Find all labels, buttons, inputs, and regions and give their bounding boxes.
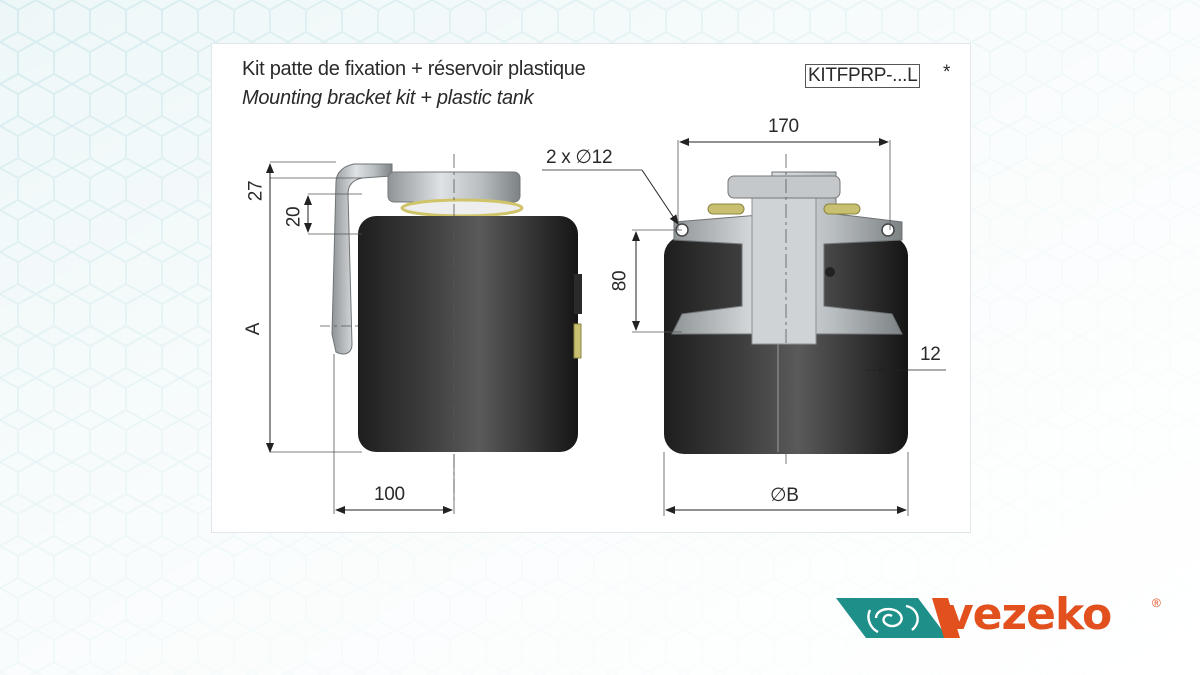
reference-mark: * <box>943 62 951 83</box>
tank-body-front <box>664 236 908 454</box>
vezeko-logo-mark <box>836 598 960 638</box>
dimension-80: 80 <box>609 270 631 292</box>
registered-mark: ® <box>1152 596 1161 610</box>
dimension-a: A <box>243 322 265 336</box>
dimension-100: 100 <box>374 484 405 505</box>
front-view <box>542 138 946 516</box>
brand-name: vezeko <box>945 589 1112 640</box>
side-view <box>266 154 582 514</box>
hole-callout: 2 x ∅12 <box>546 147 613 168</box>
mounting-bracket <box>331 163 393 355</box>
technical-drawing <box>266 138 946 516</box>
drawing-title-en: Mounting bracket kit + plastic tank <box>242 87 534 109</box>
dimension-20: 20 <box>283 206 305 228</box>
drawing-title-fr: Kit patte de fixation + réservoir plasti… <box>242 58 586 80</box>
technical-drawing-sheet: Kit patte de fixation + réservoir plasti… <box>212 44 970 532</box>
dimension-170: 170 <box>768 116 799 137</box>
dimension-12: 12 <box>920 344 941 365</box>
reference-code: KITFPRP-...L <box>805 64 921 88</box>
dimension-27: 27 <box>245 180 267 202</box>
tank-body-side <box>358 216 578 452</box>
dimension-b: ∅B <box>770 485 799 506</box>
